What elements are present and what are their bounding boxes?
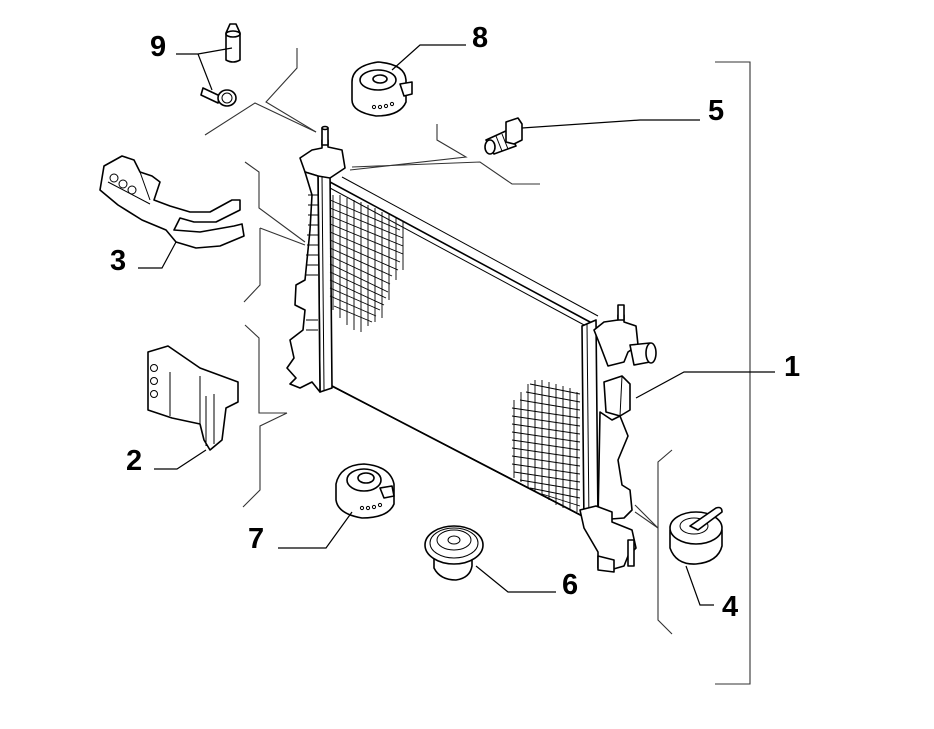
callout-7[interactable]: 7 [248,523,264,555]
callout-2[interactable]: 2 [126,445,142,477]
part-5-bleed-screw[interactable] [484,117,523,155]
left-tank-pin [321,127,329,146]
pin [225,23,241,63]
callout-4[interactable]: 4 [722,591,738,623]
core-mesh-lower [511,380,581,512]
guide-lines [204,48,673,635]
right-tank-side [597,411,633,521]
part-8-upper-mount[interactable] [351,61,413,117]
right-tank-pin [617,304,625,321]
part-3-upper-bracket[interactable] [99,155,245,249]
leader-7 [278,511,353,549]
leader-5 [521,119,700,129]
callout-9[interactable]: 9 [150,31,166,63]
radiator-top-edge [341,176,599,317]
radiator[interactable] [286,125,657,573]
right-side-block [603,375,631,417]
callout-5[interactable]: 5 [708,95,724,127]
leader-9 [176,47,233,55]
leader-6 [475,565,556,593]
screw [200,87,221,104]
core-mesh-upper [329,195,404,332]
callout-6[interactable]: 6 [562,569,578,601]
callout-3[interactable]: 3 [110,245,126,277]
leader-3 [138,241,177,269]
callout-1[interactable]: 1 [784,351,800,383]
right-tank [581,319,599,527]
part-7-mount[interactable] [335,463,395,519]
callout-numbers: 9 8 5 3 1 2 7 6 4 [110,22,800,623]
left-tank-side [286,171,321,393]
part-6-lower-mount[interactable] [424,525,484,581]
leader-lines [138,44,775,606]
callout-8[interactable]: 8 [472,22,488,54]
leader-1 [635,371,775,399]
leader-4 [685,565,714,606]
part-9-pin-screw[interactable] [200,23,241,107]
part-2-side-bracket[interactable] [147,345,239,451]
assembly-bracket-1 [715,61,751,685]
leader-2 [154,449,207,470]
right-tank-cap [593,314,639,367]
part-4-drain-cap[interactable] [669,506,723,565]
leader-8 [391,44,466,71]
